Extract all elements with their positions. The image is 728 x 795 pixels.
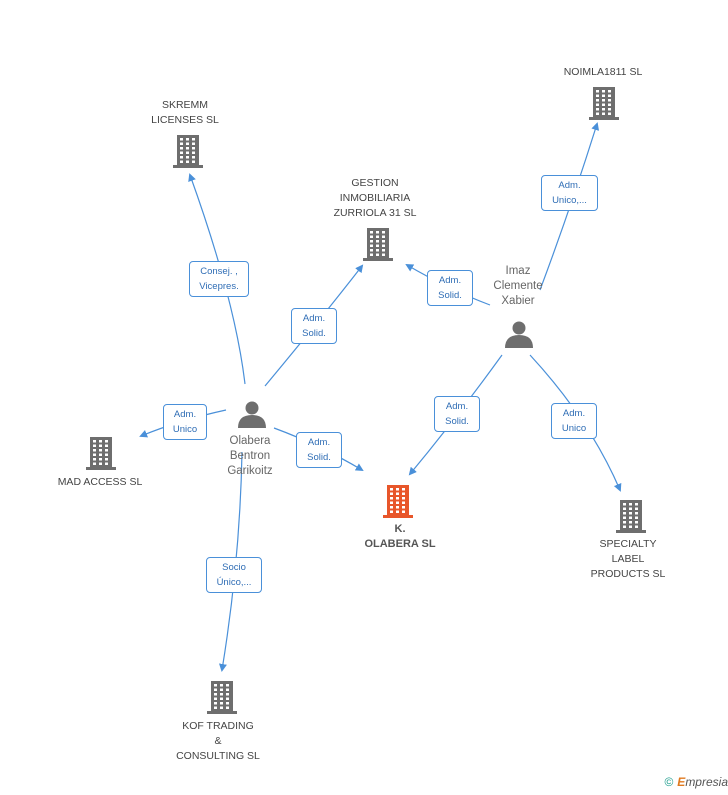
company-label-gestion[interactable]: GESTION INMOBILIARIA ZURRIOLA 31 SL [320, 176, 430, 221]
company-label-specialty[interactable]: SPECIALTY LABEL PRODUCTS SL [578, 537, 678, 582]
copyright-symbol: © [664, 775, 674, 789]
label-line: SPECIALTY [599, 538, 657, 550]
company-label-mad-access[interactable]: MAD ACCESS SL [48, 475, 152, 490]
label-line: Garikoitz [227, 465, 273, 477]
label-line: OLABERA SL [364, 538, 436, 550]
company-label-kof[interactable]: KOF TRADING & CONSULTING SL [163, 719, 273, 764]
edge-label-olabera-gestion[interactable]: Adm. Solid. [291, 308, 337, 344]
label-line: Clemente [493, 280, 543, 292]
label-line: ZURRIOLA 31 SL [333, 207, 417, 219]
building-icon[interactable] [383, 485, 413, 518]
label-line: Socio [222, 562, 246, 573]
nodes [86, 87, 646, 714]
label-line: Adm. [562, 408, 586, 419]
label-line: Solid. [438, 290, 462, 301]
company-label-noimla[interactable]: NOIMLA1811 SL [548, 65, 658, 80]
label-line: Olabera [229, 435, 271, 447]
edge-label-imaz-noimla[interactable]: Adm. Unico,... [541, 175, 598, 211]
label-line: K. [394, 523, 406, 535]
label-line: Adm. [445, 401, 469, 412]
building-icon[interactable] [589, 87, 619, 120]
label-line: Adm. [173, 409, 197, 420]
edge-label-olabera-k[interactable]: Adm. Solid. [296, 432, 342, 468]
label-line: Solid. [445, 416, 469, 427]
label-line: Consej. , [200, 266, 238, 277]
person-icon[interactable] [505, 321, 533, 349]
brand-logo[interactable]: Empresia [677, 775, 728, 789]
label-line: Solid. [307, 452, 331, 463]
label-line: Xabier [501, 295, 535, 307]
label-line: Unico [561, 423, 587, 434]
person-label-imaz[interactable]: Imaz Clemente Xabier [473, 264, 563, 309]
label-line: Imaz [505, 265, 531, 277]
label-line: KOF TRADING [182, 720, 254, 732]
edge-label-imaz-k[interactable]: Adm. Solid. [434, 396, 480, 432]
footer: ©Empresia [664, 775, 728, 789]
label-line: Unico,... [552, 195, 587, 206]
person-label-olabera[interactable]: Olabera Bentron Garikoitz [205, 434, 295, 479]
building-icon[interactable] [363, 228, 393, 261]
label-line: Adm. [307, 437, 331, 448]
edge-label-imaz-gestion[interactable]: Adm. Solid. [427, 270, 473, 306]
label-line: INMOBILIARIA [339, 192, 411, 204]
label-line: MAD ACCESS SL [57, 476, 143, 488]
label-line: Solid. [302, 328, 326, 339]
label-line: Adm. [438, 275, 462, 286]
building-icon[interactable] [86, 437, 116, 470]
label-line: GESTION [351, 177, 399, 189]
company-label-k-olabera[interactable]: K. OLABERA SL [345, 522, 455, 552]
label-line: Bentron [229, 450, 271, 462]
edge-label-olabera-mad[interactable]: Adm. Unico [163, 404, 207, 440]
building-icon[interactable] [173, 135, 203, 168]
label-line: CONSULTING SL [176, 750, 260, 762]
label-line: Adm. [302, 313, 326, 324]
building-icon[interactable] [207, 681, 237, 714]
label-line: Vicepres. [199, 281, 239, 292]
label-line: PRODUCTS SL [590, 568, 666, 580]
label-line: NOIMLA1811 SL [563, 66, 643, 78]
label-line: Único,... [216, 577, 252, 588]
label-line: LABEL [611, 553, 645, 565]
building-icon[interactable] [616, 500, 646, 533]
label-line: & [214, 735, 222, 747]
person-icon[interactable] [238, 401, 266, 429]
label-line: SKREMM [161, 99, 209, 111]
edge-label-olabera-kof[interactable]: Socio Único,... [206, 557, 262, 593]
brand-rest: mpresia [685, 775, 728, 789]
label-line: Adm. [558, 180, 581, 191]
edge-label-imaz-specialty[interactable]: Adm. Unico [551, 403, 597, 439]
edge-label-olabera-skremm[interactable]: Consej. , Vicepres. [189, 261, 249, 297]
company-label-skremm[interactable]: SKREMM LICENSES SL [140, 98, 230, 128]
label-line: Unico [172, 424, 198, 435]
label-line: LICENSES SL [151, 114, 219, 126]
brand-initial: E [677, 775, 686, 789]
